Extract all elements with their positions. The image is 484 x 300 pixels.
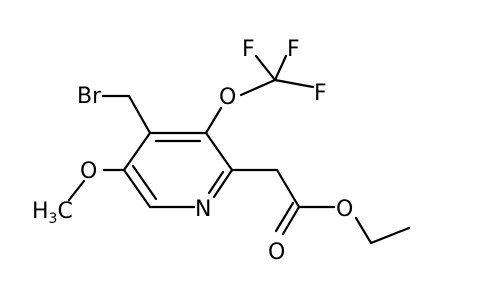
atom-fluorine-left: F	[242, 37, 255, 62]
bond-cf3-f-left	[254, 54, 277, 82]
bond-o-ch3	[67, 179, 86, 202]
atom-oxygen-ocf3: O	[219, 85, 236, 110]
bond-ch2-carbonyl	[275, 168, 301, 209]
bond-carbonyl-o-double-b	[274, 201, 295, 233]
bond-c4-ch2	[127, 94, 152, 135]
methyl-c: C	[57, 199, 72, 224]
ethyl-acetate-group: O O	[230, 168, 411, 265]
bond-cf3-f-right	[273, 78, 315, 89]
bond-c6-c5-inner	[131, 164, 158, 201]
bond-ch2-ch3	[369, 226, 411, 245]
atom-fluorine-right: F	[314, 81, 327, 106]
pyridine-ring	[122, 131, 234, 209]
atom-bromine: Br	[77, 84, 102, 109]
bond-c3-c2	[204, 131, 234, 172]
methyl-h: H	[32, 199, 49, 224]
bond-c5-c4	[122, 131, 152, 172]
atom-oxygen-carbonyl: O	[268, 240, 285, 265]
atom-oxygen-ester: O	[336, 197, 353, 222]
bond-cf3-f-top	[273, 54, 288, 82]
bond-c6-c5	[122, 168, 152, 209]
bond-c2-n	[212, 168, 234, 199]
bond-c3-o	[204, 106, 223, 135]
atom-fluorine-top: F	[287, 37, 300, 62]
bond-o-cf3	[239, 78, 277, 97]
atom-nitrogen: N	[195, 197, 211, 222]
bond-o-ch2	[354, 216, 373, 245]
bond-c2-n-inner	[207, 170, 225, 195]
trifluoromethoxy-group: O F F F	[204, 37, 327, 135]
bond-carbonyl-o-double-a	[281, 205, 301, 236]
bromomethyl-group: Br	[77, 84, 152, 135]
methyl-subscript: 3	[49, 211, 58, 227]
atom-oxygen-methoxy: O	[80, 159, 97, 184]
methoxy-group: O H3C	[32, 159, 126, 227]
methyl-label: H3C	[32, 199, 73, 227]
